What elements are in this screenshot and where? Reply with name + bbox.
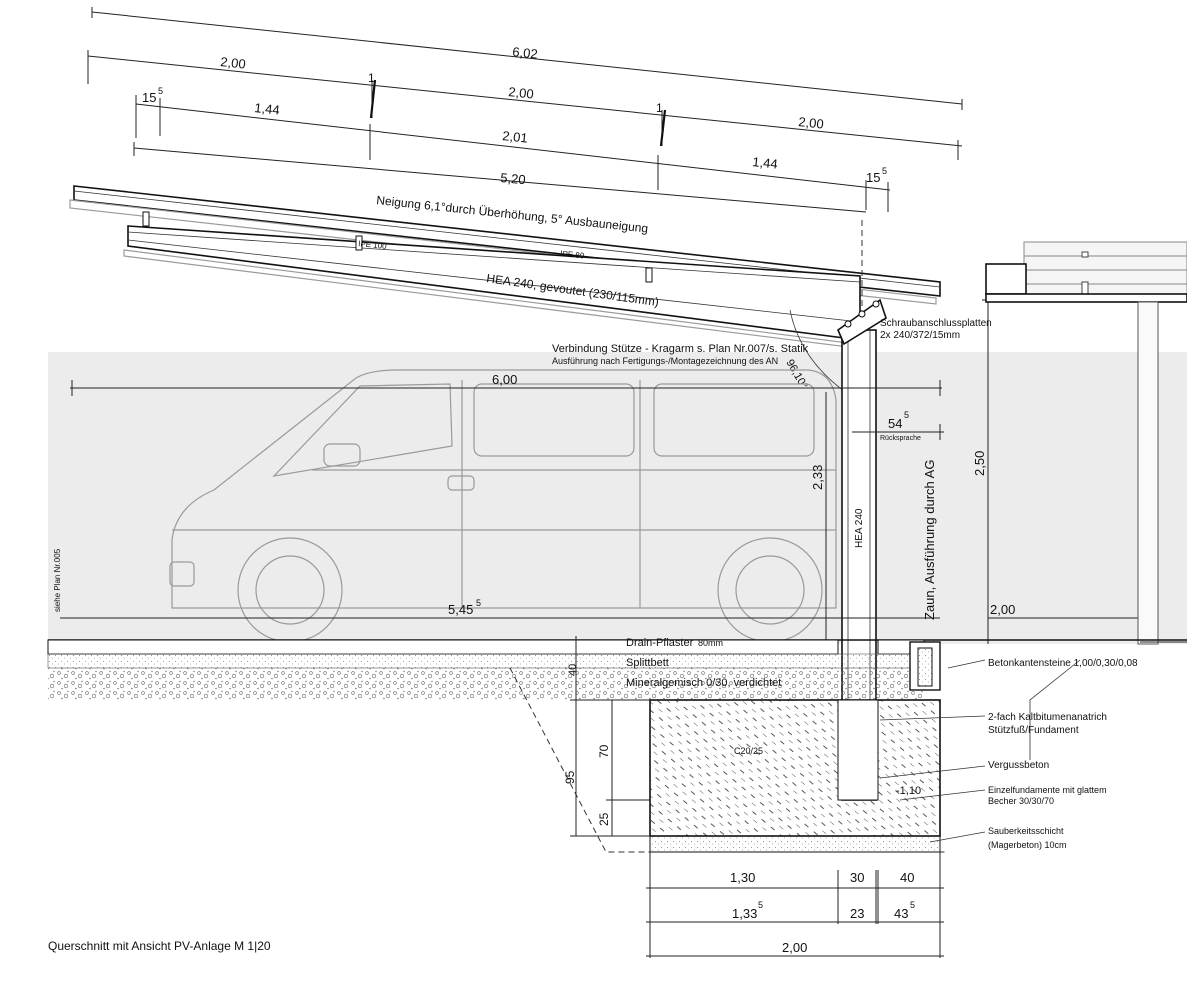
callout-footing-1: Einzelfundamente mit glattem (988, 785, 1107, 795)
dim-base-depth: 40 (567, 664, 579, 676)
concrete-grade: C20/25 (734, 746, 763, 756)
layer-paving: Drain-Pflaster (626, 637, 694, 649)
dim-fnd-row2-c: 43 (894, 906, 908, 921)
dim-column-height: 2,33 (810, 465, 825, 490)
dim-depth-lower: 25 (597, 812, 611, 826)
plan-reference: siehe Plan Nr.005 (53, 548, 62, 612)
dim-mark-1b: 1 (656, 101, 663, 115)
callout-blinding-2: (Magerbeton) 10cm (988, 840, 1067, 850)
dim-fnd-row1-b: 30 (850, 870, 864, 885)
ipe100-label: IPE 100 (358, 239, 388, 251)
dim-fence-distance: 2,00 (990, 602, 1015, 617)
elevation-dimensions (60, 299, 1150, 644)
column-label: HEA 240 (854, 508, 865, 548)
dim-mark-1a: 1 (368, 71, 375, 85)
dim-cantilever-sup: 5 (904, 410, 909, 420)
fence (985, 241, 1187, 645)
callout-curb: Betonkantensteine 1,00/0,30/0,08 (988, 658, 1138, 669)
callout-coating-1: 2-fach Kaltbitumenanatrich (988, 712, 1107, 723)
dim-fnd-row2-c-sup: 5 (910, 900, 915, 910)
dim-left-over-sup: 5 (158, 86, 163, 96)
callout-footing-2: Becher 30/30/70 (988, 796, 1054, 806)
dim-cantilever-note: Rücksprache (880, 435, 921, 442)
dim-cantilever: 54 (888, 416, 902, 431)
van-outline (169, 369, 837, 643)
connection-note-1: Verbindung Stütze - Kragarm s. Plan Nr.0… (552, 343, 809, 355)
dim-purlin-right: 1,44 (752, 154, 779, 172)
drawing-title: Querschnitt mit Ansicht PV-Anlage M 1|20 (48, 939, 271, 953)
dim-seg-c: 2,00 (798, 114, 825, 132)
background-band (48, 352, 1187, 644)
dim-fnd-total: 2,00 (782, 940, 807, 955)
dim-purlin-mid: 2,01 (502, 128, 529, 146)
dim-right-over: 15 (866, 170, 880, 185)
dim-total-roof: 6,02 (512, 44, 539, 62)
layer-paving-thickness: 80mm (698, 638, 723, 648)
dim-purlin-left: 1,44 (254, 100, 281, 118)
dim-depth-total: 95 (563, 770, 577, 784)
dim-right-over-sup: 5 (882, 166, 887, 176)
dim-span: 6,00 (492, 372, 517, 387)
dim-fnd-row2-b: 23 (850, 906, 864, 921)
dim-fnd-row2-a-sup: 5 (758, 900, 763, 910)
dim-fnd-row1-a: 1,30 (730, 870, 755, 885)
top-dimension-chains (87, 7, 963, 213)
level-label: -1,10 (896, 785, 921, 797)
connection-note-2: Ausführung nach Fertigungs-/Montagezeich… (552, 356, 778, 366)
dim-fence-height: 2,50 (972, 451, 987, 476)
plates-spec: 2x 240/372/15mm (880, 330, 960, 341)
dim-fnd-row2-a: 1,33 (732, 906, 757, 921)
ground-layers (47, 636, 1187, 853)
dim-seg-a: 2,00 (220, 54, 247, 72)
callout-coating-2: Stützfuß/Fundament (988, 725, 1079, 736)
ipe80-label: IPE 80 (560, 249, 585, 261)
dim-seg-b: 2,00 (508, 84, 535, 102)
plates-title: Schraubanschlussplatten (880, 318, 992, 329)
callout-grout: Vergussbeton (988, 760, 1049, 771)
dim-depth-upper: 70 (597, 744, 611, 758)
layer-bedding: Splittbett (626, 657, 669, 669)
dim-fnd-row1-c: 40 (900, 870, 914, 885)
dim-beam-length: 5,20 (500, 170, 527, 187)
foundation-dimensions (646, 852, 944, 958)
dim-ground-length-sup: 5 (476, 598, 481, 608)
dim-left-over: 15 (142, 90, 156, 105)
fence-label: Zaun, Ausführung durch AG (922, 460, 937, 620)
dim-ground-length: 5,45 (448, 602, 473, 617)
layer-base: Mineralgemisch 0/30, verdichtet (626, 677, 781, 689)
callout-blinding-1: Sauberkeitsschicht (988, 826, 1064, 836)
